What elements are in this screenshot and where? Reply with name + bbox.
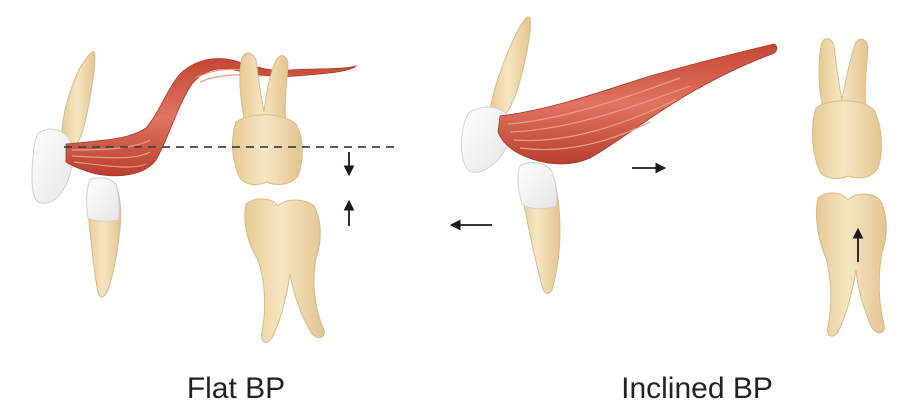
inclined-bp-caption: Inclined BP [621, 372, 773, 406]
flat-bp-panel [32, 52, 492, 343]
muscle-inclined-icon [498, 44, 777, 164]
lower-incisor-tooth-icon [518, 163, 560, 294]
lower-incisor-tooth-icon [87, 178, 121, 297]
muscle-flat-icon [66, 59, 356, 176]
upper-molar-tooth-icon [813, 39, 882, 179]
flat-bp-caption: Flat BP [187, 372, 285, 406]
lower-molar-tooth-icon [245, 199, 325, 342]
upper-incisor-tooth-icon [32, 52, 95, 204]
inclined-bp-panel [461, 17, 886, 336]
lower-molar-tooth-icon [816, 193, 886, 336]
